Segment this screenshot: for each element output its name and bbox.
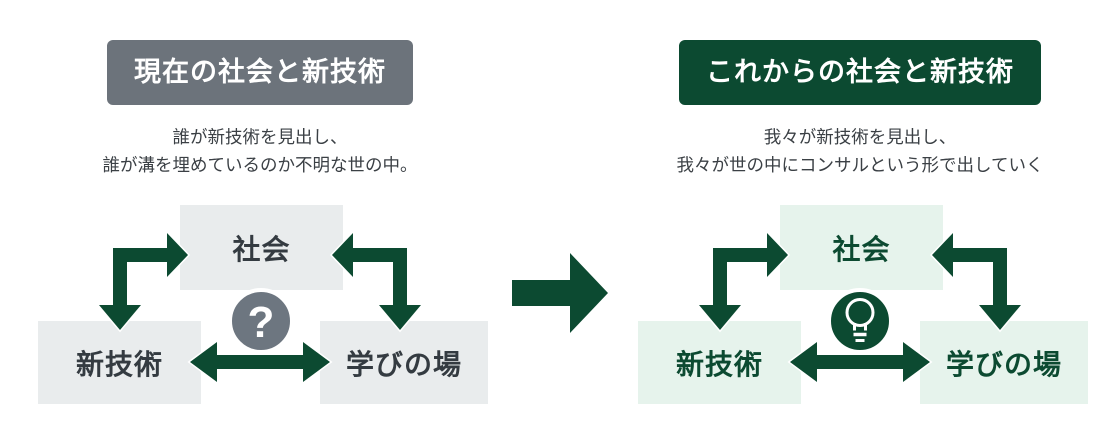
future-desc-line-2: 我々が世の中にコンサルという形で出していく bbox=[676, 155, 1044, 175]
current-diagram-overlay: ? bbox=[95, 229, 425, 385]
lightbulb-icon bbox=[845, 298, 875, 342]
arrow-newtech-society bbox=[695, 229, 791, 333]
arrow-newtech-learning bbox=[787, 339, 933, 385]
future-title-badge: これからの社会と新技術 bbox=[679, 40, 1041, 105]
arrow-newtech-learning bbox=[187, 339, 333, 385]
current-desc-line-1: 誰が新技術を見出し、 bbox=[172, 127, 348, 147]
future-state-panel: これからの社会と新技術 我々が新技術を見出し、 我々が世の中にコンサルという形で… bbox=[630, 0, 1090, 446]
future-desc-line-1: 我々が新技術を見出し、 bbox=[763, 127, 957, 147]
current-node-society: 社会 bbox=[180, 205, 343, 290]
current-node-learning-place: 学びの場 bbox=[320, 321, 488, 404]
current-node-new-technology: 新技術 bbox=[38, 321, 201, 404]
future-title-row: これからの社会と新技術 bbox=[630, 40, 1090, 105]
current-state-panel: 現在の社会と新技術 誰が新技術を見出し、 誰が溝を埋めているのか不明な世の中。 … bbox=[30, 0, 490, 446]
future-diagram: 社会 新技術 学びの場 bbox=[630, 200, 1090, 425]
transition-arrow-shape bbox=[512, 253, 608, 333]
arrow-learning-society bbox=[929, 229, 1025, 333]
idea-circle bbox=[827, 288, 893, 354]
future-node-new-technology: 新技術 bbox=[638, 321, 801, 404]
current-desc-line-2: 誰が溝を埋めているのか不明な世の中。 bbox=[102, 155, 418, 175]
arrow-newtech-society bbox=[95, 229, 191, 333]
current-title-badge: 現在の社会と新技術 bbox=[107, 40, 413, 105]
transition-arrow bbox=[512, 253, 608, 333]
question-circle bbox=[228, 288, 294, 354]
future-description: 我々が新技術を見出し、 我々が世の中にコンサルという形で出していく bbox=[630, 123, 1090, 179]
current-diagram: 社会 新技術 学びの場 ? bbox=[30, 200, 490, 425]
future-node-learning-place: 学びの場 bbox=[920, 321, 1088, 404]
future-diagram-overlay bbox=[695, 229, 1025, 385]
future-node-society: 社会 bbox=[780, 205, 943, 290]
current-title: 現在の社会と新技術 bbox=[134, 57, 386, 87]
current-title-row: 現在の社会と新技術 bbox=[30, 40, 490, 105]
current-description: 誰が新技術を見出し、 誰が溝を埋めているのか不明な世の中。 bbox=[30, 123, 490, 179]
question-mark-icon: ? bbox=[248, 298, 275, 347]
arrow-learning-society bbox=[329, 229, 425, 333]
future-title: これからの社会と新技術 bbox=[706, 57, 1014, 87]
